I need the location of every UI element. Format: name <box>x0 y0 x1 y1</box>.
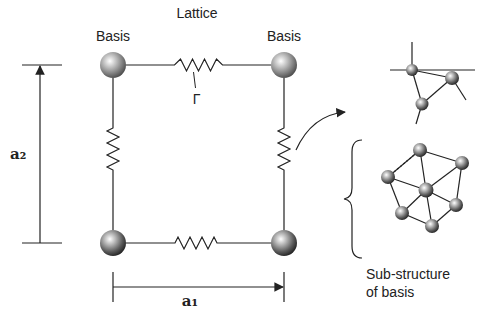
atoms <box>381 64 469 233</box>
spring <box>107 78 119 230</box>
basis-sphere: Basis <box>271 52 297 78</box>
basis-sphere <box>271 230 297 256</box>
spring <box>278 78 290 230</box>
spring <box>126 237 271 249</box>
bond-network <box>388 150 462 226</box>
bond <box>390 69 475 70</box>
stiffness-label: Γ <box>191 91 203 107</box>
basis-sphere <box>100 230 126 256</box>
dimension-arrow <box>39 66 40 243</box>
brace <box>344 140 362 258</box>
dimension-tick <box>22 242 62 243</box>
vector-label: a₂ <box>10 145 26 163</box>
dimension-tick <box>283 272 284 302</box>
basis-label: Basis <box>96 28 130 44</box>
lattice-label: Lattice <box>176 5 217 21</box>
caption-label: Sub-structure of basis <box>366 265 456 301</box>
basis-sphere: Basis <box>100 52 126 78</box>
dimension-arrow <box>113 286 283 287</box>
spring <box>126 59 271 71</box>
vector-label: a₁ <box>182 292 198 310</box>
basis-label: Basis <box>267 28 301 44</box>
pointer-arrow <box>296 112 345 150</box>
leader-line <box>194 72 196 88</box>
dimension-tick <box>22 64 62 65</box>
